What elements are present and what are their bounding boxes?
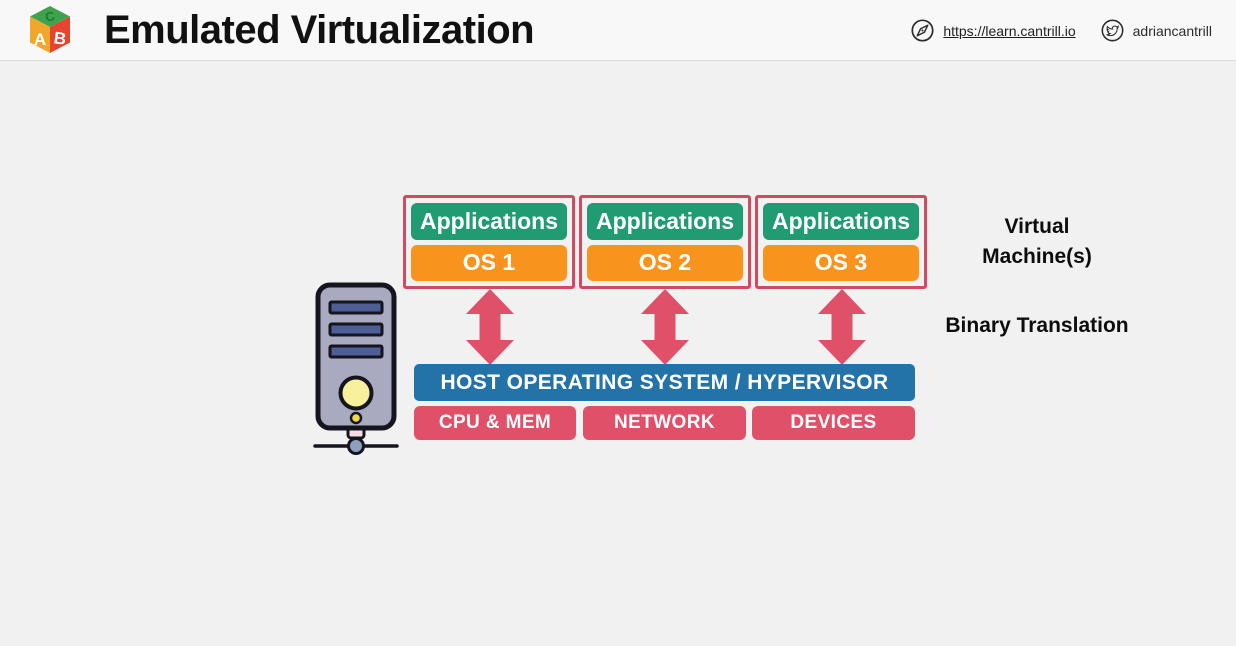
vm-caption: Virtual Machine(s) <box>982 215 1092 268</box>
applications-box: Applications <box>587 203 743 240</box>
os-box: OS 2 <box>587 244 743 281</box>
host-os-bar: HOST OPERATING SYSTEM / HYPERVISOR <box>414 364 915 401</box>
applications-box: Applications <box>763 203 919 240</box>
site-link-group: https://learn.cantrill.io <box>910 18 1076 43</box>
resource-box-devices: DEVICES <box>752 406 915 440</box>
resource-box-network: NETWORK <box>583 406 746 440</box>
binary-translation-caption: Binary Translation <box>945 314 1129 337</box>
header-links: https://learn.cantrill.io adriancantrill <box>910 0 1212 61</box>
os-box: OS 3 <box>763 244 919 281</box>
compass-icon <box>911 19 934 42</box>
double-arrow-icon <box>641 289 689 365</box>
twitter-handle: adriancantrill <box>1132 22 1212 39</box>
site-link[interactable]: https://learn.cantrill.io <box>943 22 1076 39</box>
applications-box: Applications <box>411 203 567 240</box>
twitter-icon <box>1101 19 1124 42</box>
svg-text:B: B <box>53 28 68 49</box>
twitter-group: adriancantrill <box>1100 18 1212 43</box>
double-arrow-icon <box>466 289 514 365</box>
server-icon <box>313 282 399 455</box>
resource-box-cpu-mem: CPU & MEM <box>414 406 576 440</box>
os-box: OS 1 <box>411 244 567 281</box>
alphabet-block-icon: C A B <box>30 6 70 53</box>
double-arrow-icon <box>818 289 866 365</box>
vm-box-3: Applications OS 3 <box>755 195 927 289</box>
vm-box-2: Applications OS 2 <box>579 195 751 289</box>
page-title: Emulated Virtualization <box>104 8 535 52</box>
vm-box-1: Applications OS 1 <box>403 195 575 289</box>
header-bar: C A B Emulated Virtualization https://le… <box>0 0 1236 61</box>
svg-text:A: A <box>34 30 46 49</box>
